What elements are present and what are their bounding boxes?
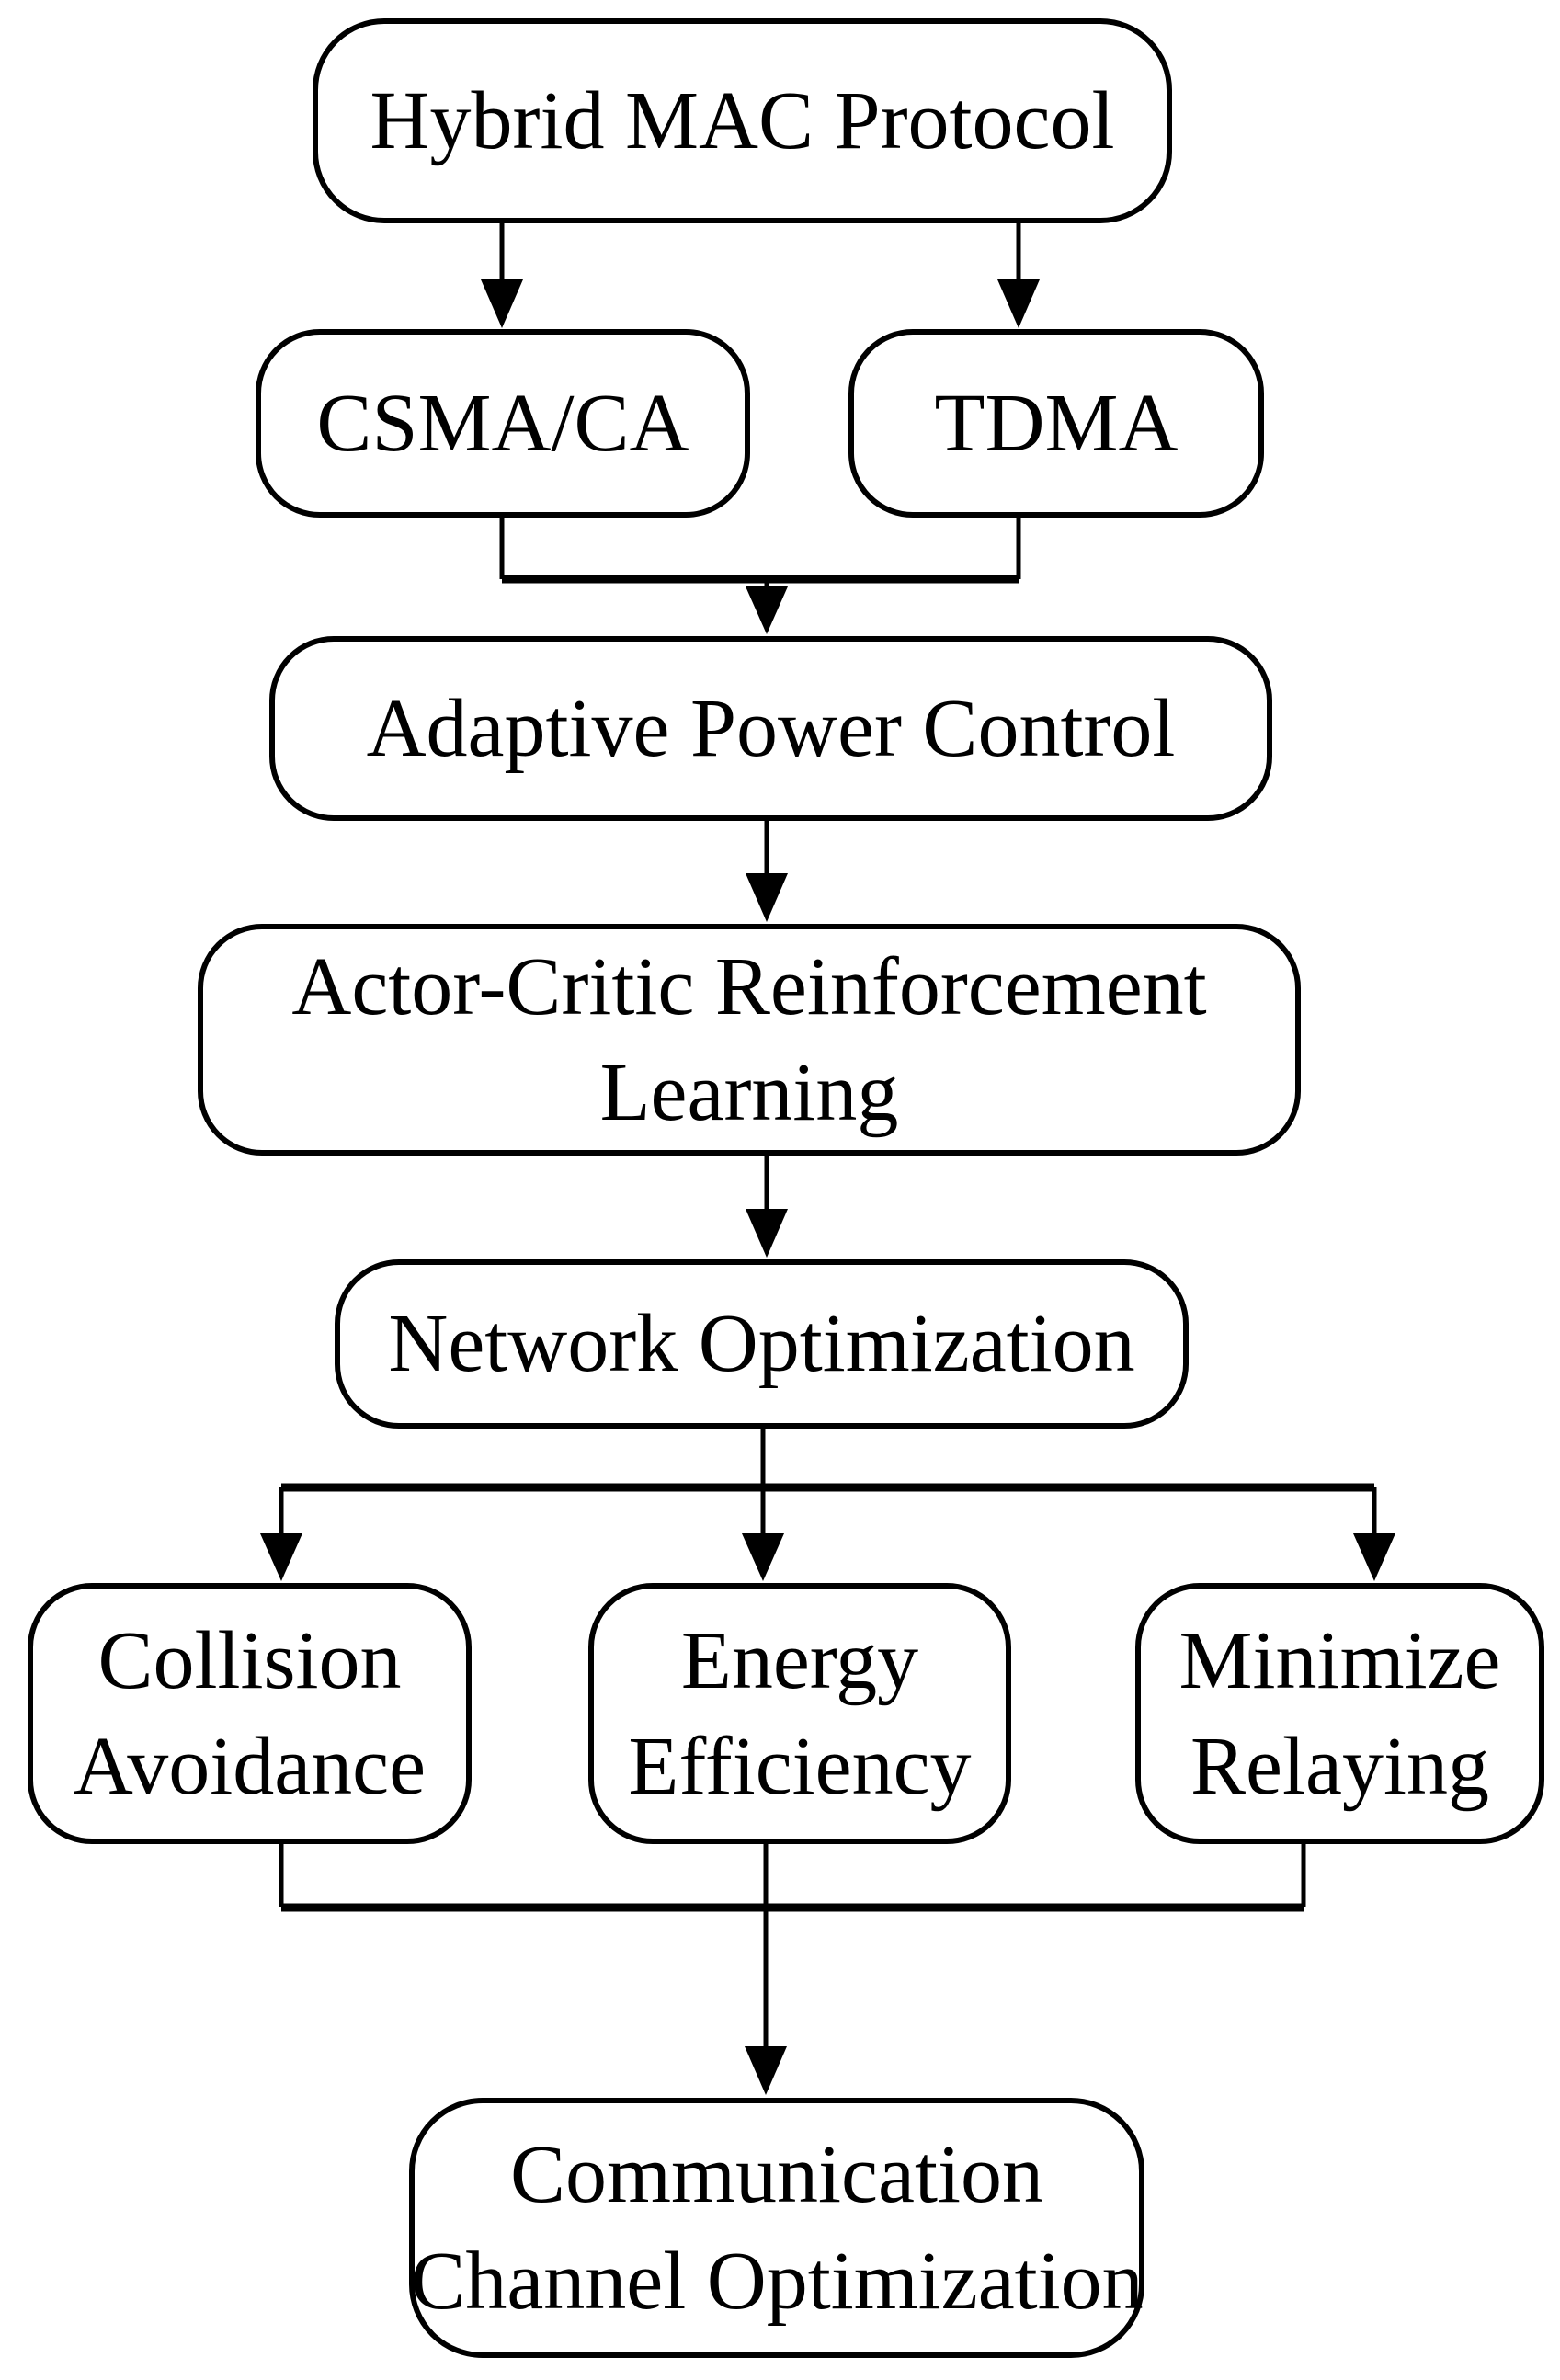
edge-network-split — [260, 1429, 1395, 1581]
node-energy-efficiency: Energy Efficiency — [588, 1583, 1011, 1844]
node-tdma: TDMA — [848, 329, 1264, 518]
node-minimize-relaying: Minimize Relaying — [1135, 1583, 1544, 1844]
node-label-line-1: Communication — [510, 2129, 1043, 2221]
node-label: Network Optimization — [388, 1298, 1135, 1390]
node-csma-ca: CSMA/CA — [256, 329, 750, 518]
node-collision-avoidance: Collision Avoidance — [28, 1583, 472, 1844]
edge-adaptive-to-actor-critic — [746, 821, 788, 922]
edge-merge-to-communication — [279, 1844, 1306, 2095]
edge-actor-critic-to-network — [746, 1156, 788, 1258]
node-label-line-2: Relaying — [1190, 1721, 1489, 1812]
node-label: TDMA — [934, 377, 1179, 469]
node-label-line-2: Learning — [599, 1047, 899, 1138]
node-label: Adaptive Power Control — [366, 682, 1176, 774]
node-network-optimization: Network Optimization — [335, 1259, 1189, 1429]
node-label-line-1: Minimize — [1179, 1614, 1501, 1706]
node-label: CSMA/CA — [316, 377, 689, 469]
node-label-line-2: Avoidance — [73, 1721, 427, 1812]
node-adaptive-power-control: Adaptive Power Control — [269, 636, 1272, 821]
node-label: Hybrid MAC Protocol — [370, 74, 1115, 166]
node-hybrid-mac-protocol: Hybrid MAC Protocol — [313, 18, 1172, 223]
node-label-line-1: Actor-Critic Reinforcement — [291, 940, 1207, 1032]
node-label-line-1: Energy — [680, 1614, 919, 1706]
edge-csma-tdma-to-adaptive — [499, 518, 1021, 634]
node-label-line-1: Collision — [97, 1614, 402, 1706]
edge-hybrid-to-tdma — [997, 223, 1040, 328]
node-label-line-2: Channel Optimization — [410, 2235, 1144, 2327]
node-actor-critic-reinforcement-learning: Actor-Critic Reinforcement Learning — [198, 924, 1301, 1156]
node-communication-channel-optimization: Communication Channel Optimization — [409, 2098, 1144, 2358]
node-label-line-2: Efficiency — [628, 1721, 972, 1812]
edge-hybrid-to-csma — [481, 223, 523, 328]
